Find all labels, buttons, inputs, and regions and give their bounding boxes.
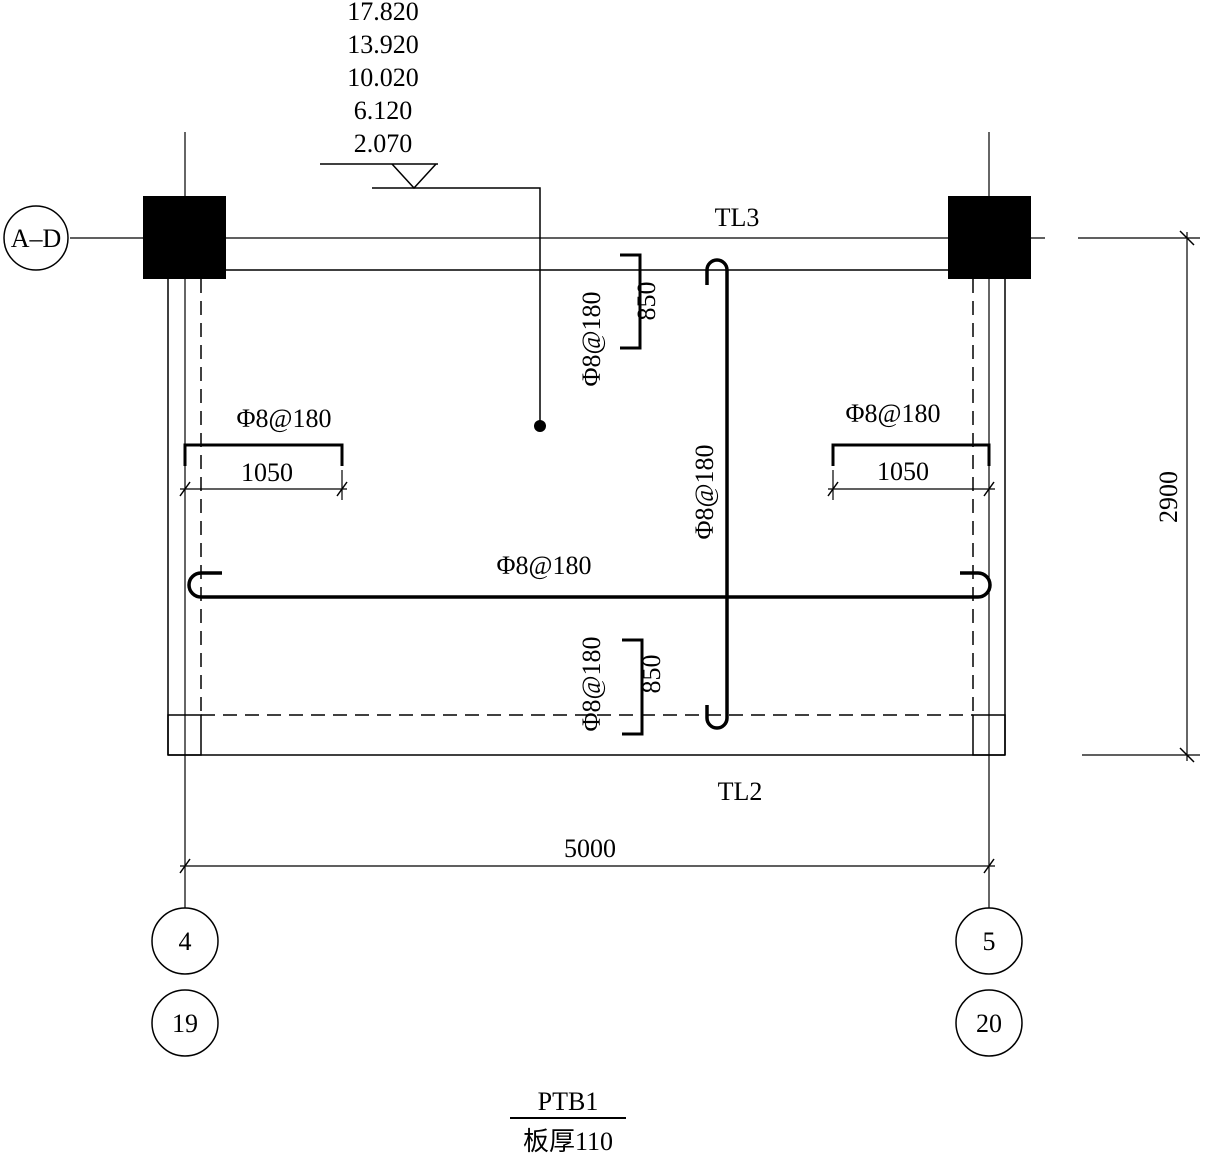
rebar-vertical-bottom xyxy=(705,258,729,730)
rebar-label-vertical-bottom: Φ8@180 xyxy=(690,445,719,540)
axis-label-a-d: A–D xyxy=(11,224,62,253)
dimension-left-support: 1050 xyxy=(179,458,348,500)
elevation-5: 2.070 xyxy=(354,129,413,158)
axis-bubble-5: 5 xyxy=(955,907,1023,975)
axis-bubble-a-d: A–D xyxy=(3,205,69,271)
leader-dot xyxy=(534,420,546,432)
rebar-label-right-support: Φ8@180 xyxy=(846,399,941,428)
rebar-label-left-support: Φ8@180 xyxy=(237,404,332,433)
axis-label-4: 4 xyxy=(179,927,192,956)
beam-label-bottom: TL2 xyxy=(718,777,763,806)
axis-label-20: 20 xyxy=(976,1009,1002,1038)
slab-name: PTB1 xyxy=(538,1087,599,1116)
column-right xyxy=(948,196,1031,279)
rebar-length-top-support: 850 xyxy=(632,282,661,321)
dimension-height-label: 2900 xyxy=(1154,471,1183,523)
rebar-left-support xyxy=(183,443,344,466)
elevation-1: 17.820 xyxy=(347,0,419,26)
dimension-width-label: 5000 xyxy=(564,834,616,863)
rebar-right-support xyxy=(831,443,991,466)
slab-outline xyxy=(167,269,1006,756)
axis-bubble-4: 4 xyxy=(151,907,219,975)
axis-label-5: 5 xyxy=(983,927,996,956)
slab-title: PTB1 板厚110 xyxy=(510,1087,626,1156)
dimension-right-support: 1050 xyxy=(827,457,995,500)
dimension-width: 5000 xyxy=(179,834,995,874)
axis-bubble-19: 19 xyxy=(151,989,219,1057)
rebar-length-right-support: 1050 xyxy=(877,457,929,486)
axis-label-19: 19 xyxy=(172,1009,198,1038)
column-left xyxy=(143,196,226,279)
rebar-length-bottom-support: 850 xyxy=(637,655,666,694)
rebar-top-support xyxy=(620,253,642,350)
rebar-label-bottom-support: Φ8@180 xyxy=(577,637,606,732)
rebar-bottom-support xyxy=(622,638,644,736)
rebar-label-horizontal-bottom: Φ8@180 xyxy=(497,551,592,580)
elevation-4: 6.120 xyxy=(354,96,413,125)
slab-thickness: 板厚110 xyxy=(523,1127,613,1156)
rebar-label-top-support: Φ8@180 xyxy=(577,292,606,387)
rebar-length-left-support: 1050 xyxy=(241,458,293,487)
elevation-list: 17.820 13.920 10.020 6.120 2.070 xyxy=(347,0,419,158)
rebar-horizontal-bottom xyxy=(187,571,992,599)
axis-bubble-20: 20 xyxy=(955,989,1023,1057)
elevation-3: 10.020 xyxy=(347,63,419,92)
elevation-2: 13.920 xyxy=(347,30,419,59)
elevation-marker xyxy=(320,163,546,432)
beam-label-top: TL3 xyxy=(715,203,760,232)
dimension-height: 2900 xyxy=(1078,230,1200,763)
